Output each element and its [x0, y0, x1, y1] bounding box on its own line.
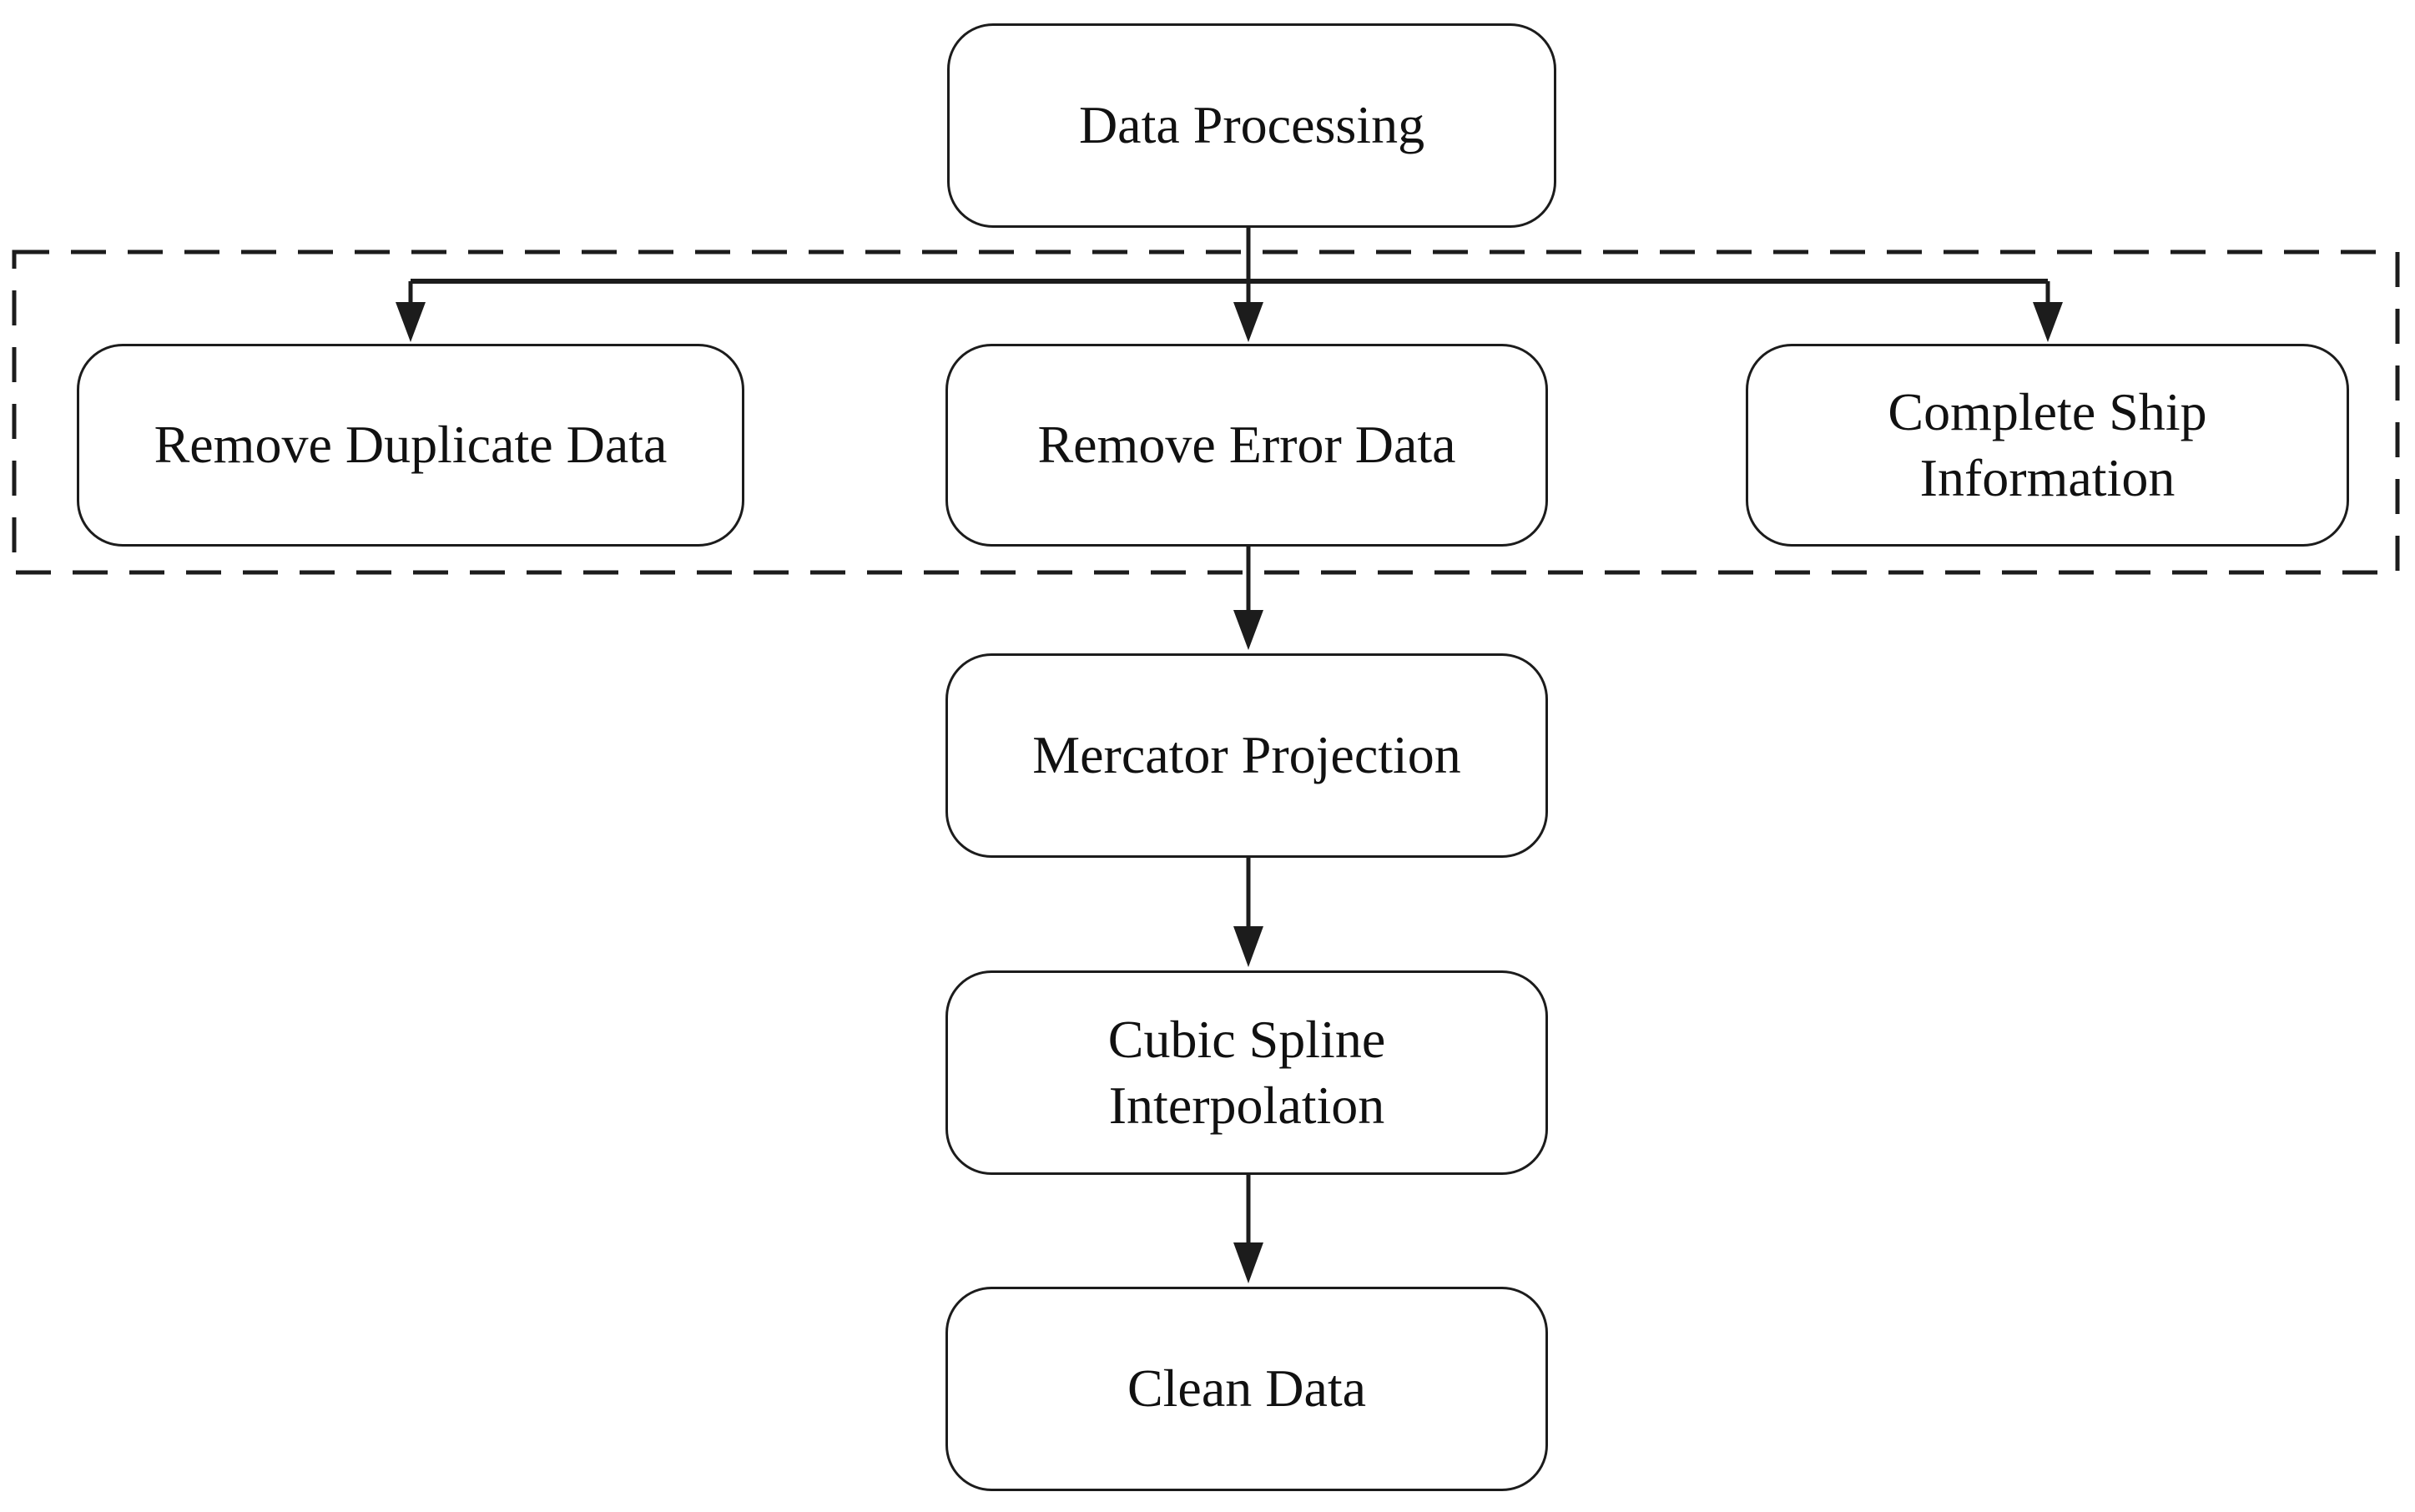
node-data-processing-label: Data Processing	[1078, 95, 1425, 155]
node-remove-duplicate-data: Remove Duplicate Data	[77, 344, 744, 547]
node-complete-ship-information-label: Complete Ship Information	[1888, 382, 2207, 507]
arrow-center-branch-head	[1233, 302, 1263, 342]
node-data-processing: Data Processing	[947, 23, 1556, 228]
arrow-to-clean-data-head	[1233, 1242, 1263, 1283]
node-remove-error-data-label: Remove Error Data	[1037, 415, 1456, 475]
node-remove-duplicate-data-label: Remove Duplicate Data	[154, 415, 668, 475]
node-cubic-spline-interpolation: Cubic Spline Interpolation	[945, 970, 1548, 1175]
arrow-right-branch-head	[2033, 302, 2063, 342]
node-remove-error-data: Remove Error Data	[945, 344, 1548, 547]
arrow-left-branch-head	[396, 302, 426, 342]
node-mercator-projection-label: Mercator Projection	[1032, 725, 1461, 785]
node-clean-data: Clean Data	[945, 1287, 1548, 1491]
dashed-group-border	[12, 249, 2400, 575]
node-mercator-projection: Mercator Projection	[945, 653, 1548, 858]
node-complete-ship-information: Complete Ship Information	[1746, 344, 2349, 547]
arrow-to-cubic-spline-head	[1233, 926, 1263, 967]
node-clean-data-label: Clean Data	[1127, 1358, 1367, 1419]
arrow-to-mercator-head	[1233, 610, 1263, 650]
node-cubic-spline-interpolation-label: Cubic Spline Interpolation	[1107, 1010, 1386, 1135]
